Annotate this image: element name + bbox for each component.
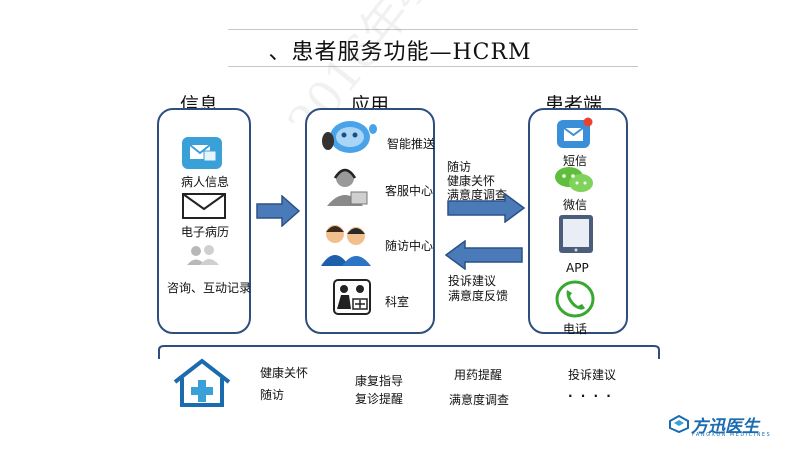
arrow-patient-to-apps	[445, 240, 523, 270]
right-arrow-label-2: 健康关怀	[447, 174, 496, 188]
bottom-item-more: · · · ·	[568, 389, 613, 403]
bottom-item-complaint: 投诉建议	[568, 368, 617, 382]
wechat-icon	[554, 166, 594, 198]
chatbot-icon	[320, 117, 378, 161]
health-home-icon	[172, 358, 232, 412]
info-label-emr: 电子病历	[181, 225, 230, 239]
arrow-apps-to-patient	[447, 193, 525, 223]
left-arrow-label-2: 满意度反馈	[448, 289, 509, 303]
phone-icon	[555, 280, 595, 322]
bottom-item-survey: 满意度调查	[449, 393, 510, 407]
apps-label-dept: 科室	[385, 295, 410, 309]
page-title: 、患者服务功能—HCRM	[268, 40, 532, 65]
sms-icon	[556, 117, 594, 153]
bottom-brace	[158, 344, 660, 364]
right-arrow-label-1: 随访	[447, 160, 472, 174]
envelope-icon	[182, 193, 226, 223]
arrow-info-to-apps	[256, 195, 300, 227]
users-icon	[186, 244, 220, 270]
info-label-consult: 咨询、互动记录	[167, 281, 252, 295]
department-icon	[333, 279, 371, 319]
fangxun-logo-icon	[669, 414, 689, 437]
followup-agents-icon	[320, 222, 372, 270]
apps-label-push: 智能推送	[387, 137, 436, 151]
apps-label-service: 客服中心	[385, 184, 434, 198]
patient-label-phone: 电话	[563, 322, 588, 336]
patient-info-icon	[182, 137, 222, 173]
bottom-item-care: 健康关怀	[260, 366, 309, 380]
info-label-patient: 病人信息	[181, 175, 230, 189]
logo-subtext: FANGXUN MEDICINES	[692, 432, 772, 438]
title-rule-top	[228, 29, 638, 30]
service-agent-icon	[325, 166, 369, 210]
patient-label-app: APP	[566, 261, 589, 275]
left-arrow-label-1: 投诉建议	[448, 274, 497, 288]
patient-label-sms: 短信	[563, 154, 588, 168]
patient-label-wechat: 微信	[563, 198, 588, 212]
app-tablet-icon	[558, 214, 594, 258]
apps-label-followup: 随访中心	[385, 239, 434, 253]
bottom-item-medication: 用药提醒	[454, 368, 503, 382]
bottom-item-revisit: 复诊提醒	[355, 392, 404, 406]
title-rule-bottom	[228, 66, 638, 67]
bottom-item-rehab: 康复指导	[355, 374, 404, 388]
right-arrow-label-3: 满意度调查	[447, 188, 508, 202]
bottom-item-followup: 随访	[260, 388, 285, 402]
logo-text: 方迅医生	[691, 417, 759, 437]
